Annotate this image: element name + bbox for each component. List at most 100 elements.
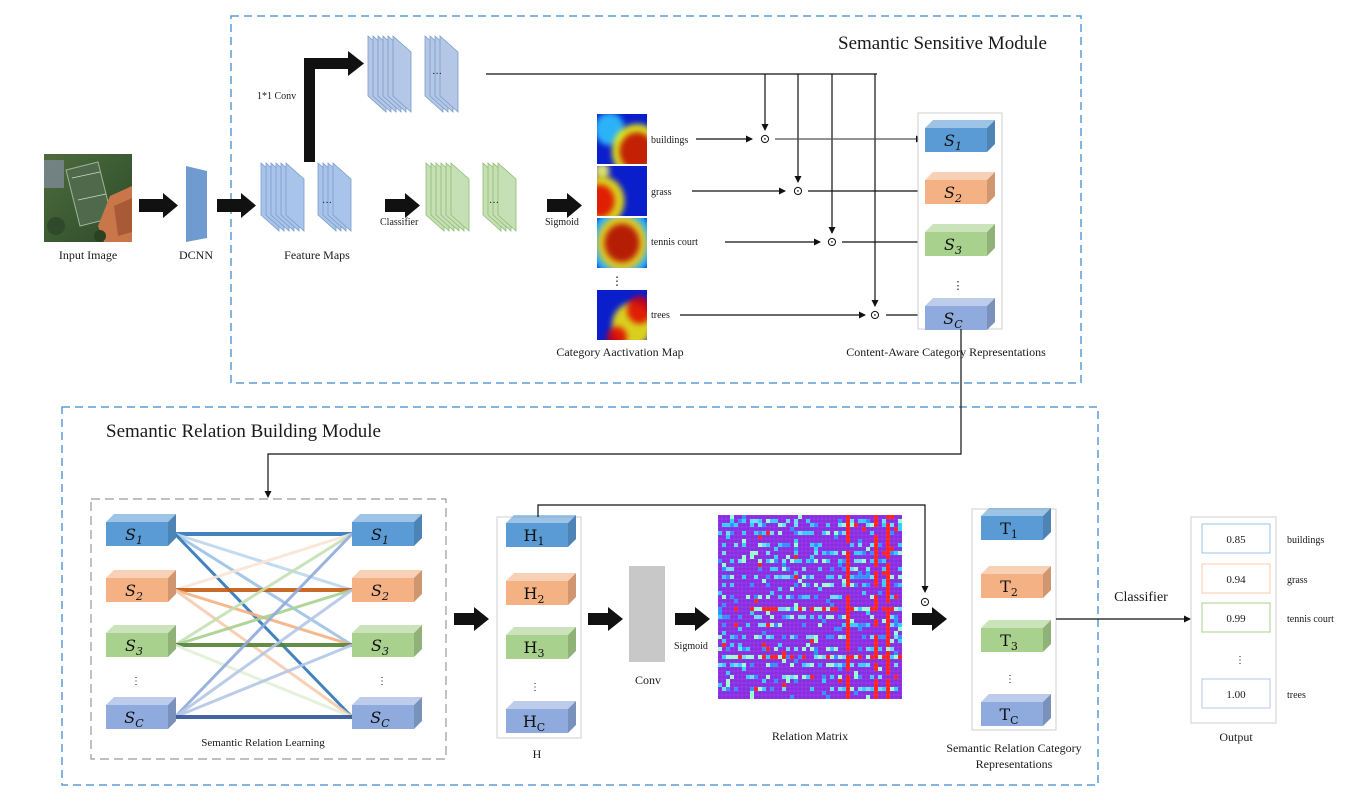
matrix-cell	[794, 551, 798, 555]
matrix-cell	[738, 663, 742, 667]
matrix-cell	[826, 599, 830, 603]
matrix-cell	[750, 607, 754, 611]
matrix-cell	[770, 635, 774, 639]
semantic-relation-module-border	[61, 406, 1099, 786]
matrix-cell	[894, 595, 898, 599]
matrix-cell	[850, 575, 854, 579]
matrix-cell	[882, 635, 886, 639]
matrix-cell	[850, 523, 854, 527]
classifier-maps	[425, 162, 517, 232]
matrix-cell	[738, 643, 742, 647]
matrix-cell	[838, 675, 842, 679]
feature-map-slice	[285, 162, 305, 232]
matrix-cell	[818, 587, 822, 591]
matrix-cell	[790, 559, 794, 563]
matrix-cell	[886, 591, 890, 595]
matrix-cell	[830, 663, 834, 667]
matrix-cell	[838, 523, 842, 527]
matrix-cell	[886, 639, 890, 643]
matrix-cell	[806, 583, 810, 587]
matrix-cell	[766, 583, 770, 587]
dcnn-block	[186, 166, 207, 242]
matrix-cell	[838, 679, 842, 683]
matrix-cell	[778, 595, 782, 599]
matrix-cell	[750, 551, 754, 555]
arrow-to-t	[912, 607, 947, 631]
matrix-cell	[854, 623, 858, 627]
matrix-cell	[866, 547, 870, 551]
matrix-cell	[782, 607, 786, 611]
matrix-cell	[830, 551, 834, 555]
srcr-label-line1: Semantic Relation Category	[946, 741, 1081, 755]
matrix-cell	[770, 655, 774, 659]
matrix-cell	[810, 559, 814, 563]
matrix-cell	[818, 607, 822, 611]
matrix-cell	[766, 635, 770, 639]
matrix-cell	[790, 695, 794, 699]
matrix-cell	[802, 615, 806, 619]
matrix-cell	[826, 635, 830, 639]
matrix-cell	[846, 551, 850, 555]
matrix-cell	[850, 623, 854, 627]
matrix-cell	[790, 607, 794, 611]
matrix-cell	[762, 647, 766, 651]
matrix-cell	[886, 687, 890, 691]
matrix-cell	[750, 675, 754, 679]
matrix-cell	[838, 575, 842, 579]
t-panel	[971, 508, 1057, 731]
matrix-cell	[786, 575, 790, 579]
matrix-cell	[866, 519, 870, 523]
matrix-cell	[842, 655, 846, 659]
matrix-cell	[782, 675, 786, 679]
sigmoid-top-label: Sigmoid	[545, 217, 579, 228]
matrix-cell	[846, 531, 850, 535]
matrix-cell	[742, 647, 746, 651]
srcr-label-line2: Representations	[976, 757, 1053, 771]
matrix-cell	[722, 595, 726, 599]
matrix-cell	[718, 663, 722, 667]
matrix-cell	[762, 607, 766, 611]
matrix-cell	[738, 559, 742, 563]
classifier-small-label: Classifier	[380, 217, 419, 228]
matrix-cell	[822, 675, 826, 679]
matrix-cell	[858, 559, 862, 563]
matrix-cell	[754, 607, 758, 611]
matrix-cell	[846, 663, 850, 667]
matrix-cell	[858, 551, 862, 555]
matrix-cell	[794, 635, 798, 639]
matrix-cell	[730, 675, 734, 679]
matrix-cell	[734, 687, 738, 691]
matrix-cell	[818, 567, 822, 571]
matrix-cell	[846, 647, 850, 651]
matrix-cell	[838, 663, 842, 667]
relation-left-block: S1	[106, 514, 176, 547]
relation-left-block: S3	[106, 625, 176, 658]
matrix-cell	[874, 563, 878, 567]
h-label: H	[533, 747, 542, 761]
matrix-cell	[718, 683, 722, 687]
matrix-cell	[890, 647, 894, 651]
content-aware-block: SC	[925, 298, 995, 331]
matrix-cell	[814, 595, 818, 599]
matrix-cell	[826, 531, 830, 535]
matrix-cell	[766, 675, 770, 679]
matrix-cell	[838, 559, 842, 563]
matrix-cell	[754, 551, 758, 555]
matrix-cell	[846, 579, 850, 583]
matrix-cell	[874, 643, 878, 647]
matrix-cell	[810, 543, 814, 547]
matrix-cell	[786, 615, 790, 619]
matrix-cell	[886, 539, 890, 543]
matrix-cell	[894, 635, 898, 639]
matrix-cell	[786, 567, 790, 571]
matrix-cell	[770, 567, 774, 571]
matrix-cell	[890, 607, 894, 611]
matrix-cell	[886, 587, 890, 591]
matrix-cell	[738, 647, 742, 651]
matrix-cell	[886, 627, 890, 631]
matrix-cell	[878, 667, 882, 671]
cam-category-trees: trees	[651, 310, 670, 321]
matrix-cell	[770, 559, 774, 563]
matrix-cell	[866, 571, 870, 575]
matrix-cell	[750, 611, 754, 615]
